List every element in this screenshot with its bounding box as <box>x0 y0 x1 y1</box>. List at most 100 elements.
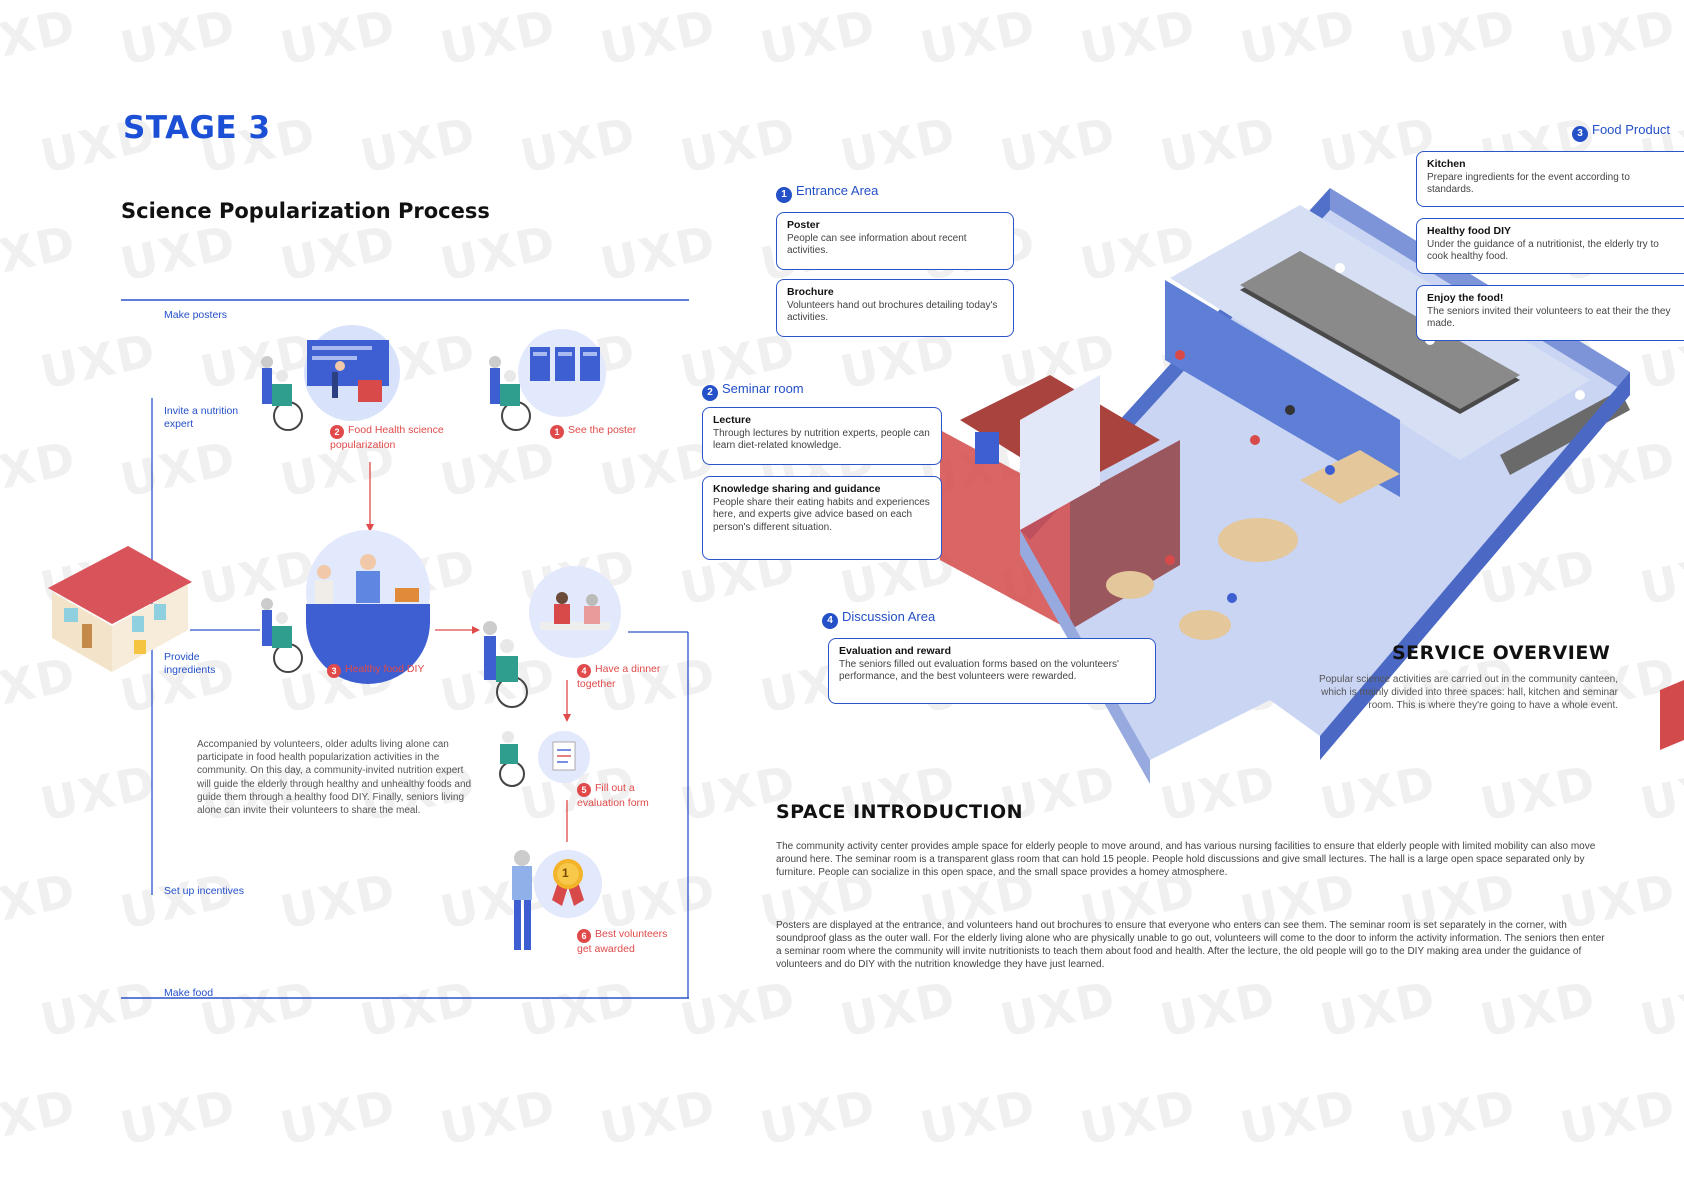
process-description: Accompanied by volunteers, older adults … <box>197 739 472 817</box>
callout-brochure: Brochure Volunteers hand out brochures d… <box>776 279 1014 337</box>
kitchen-counter-top <box>1240 251 1520 409</box>
dining-table-3 <box>1179 610 1231 640</box>
arrow-head-right-1 <box>472 626 480 634</box>
poster-illustration <box>518 329 606 417</box>
edge-label-set-up-incentives: Set up incentives <box>164 885 244 897</box>
person-5 <box>1165 555 1175 565</box>
area-title: Entrance Area <box>796 183 879 198</box>
service-overview-text: Popular science activities are carried o… <box>1318 674 1618 711</box>
senior-wheelchair-figure-3 <box>261 598 303 673</box>
step-number-badge: 4 <box>577 664 591 678</box>
evaluation-form-illustration <box>538 731 590 783</box>
callout-title: Kitchen <box>1427 158 1466 170</box>
callout-title: Knowledge sharing and guidance <box>713 483 881 495</box>
senior-wheelchair-figure-4 <box>483 621 528 708</box>
step-text: See the poster <box>568 424 637 436</box>
step-number-badge: 6 <box>577 929 591 943</box>
callout-knowledge-sharing: Knowledge sharing and guidance People sh… <box>702 476 942 560</box>
plan-edge-right <box>1320 372 1630 760</box>
stage-title: STAGE 3 <box>123 110 271 146</box>
medal-rank: 1 <box>562 866 569 880</box>
callout-kitchen: Kitchen Prepare ingredients for the even… <box>1416 151 1684 207</box>
callout-text: The seniors invited their volunteers to … <box>1427 305 1671 330</box>
callout-healthy-food-diy: Healthy food DIY Under the guidance of a… <box>1416 218 1684 274</box>
callout-text: Through lectures by nutrition experts, p… <box>713 427 930 452</box>
dinner-illustration <box>529 566 621 658</box>
callout-text: People share their eating habits and exp… <box>713 496 930 533</box>
edge-label-make-food: Make food <box>164 987 214 999</box>
popularization-illustration <box>304 325 400 421</box>
person-3 <box>1250 435 1260 445</box>
edge-label-provide-ingredients: Provide ingredients <box>164 651 216 676</box>
red-wall-side <box>1660 680 1684 750</box>
volunteer-award-figure <box>512 850 532 950</box>
arrow-head-down-1 <box>366 524 374 532</box>
person-chef-1 <box>1335 263 1345 273</box>
area-title: Seminar room <box>722 381 804 396</box>
area-number-badge: 2 <box>702 385 718 401</box>
area-title: Discussion Area <box>842 609 936 624</box>
callout-title: Healthy food DIY <box>1427 225 1512 237</box>
step-text: Have a dinner together <box>577 663 661 690</box>
step-number-badge: 2 <box>330 425 344 439</box>
callout-title: Lecture <box>713 414 751 426</box>
area-number-badge: 4 <box>822 613 838 629</box>
seminar-room-glass <box>1070 440 1180 630</box>
step-label-1: 1 See the poster <box>550 424 660 439</box>
senior-wheelchair-figure-1 <box>261 356 303 431</box>
step-text: Best volunteers get awarded <box>577 928 668 955</box>
entrance-wall <box>1020 375 1100 530</box>
senior-wheelchair-figure-2 <box>489 356 531 431</box>
callout-title: Enjoy the food! <box>1427 292 1504 304</box>
step-text: Food Health science popularization <box>330 424 444 451</box>
step-text: Healthy food DIY <box>345 663 425 675</box>
callout-title: Poster <box>787 219 820 231</box>
seminar-screen <box>975 432 999 464</box>
edge-label-invite-expert: Invite a nutrition expert <box>164 405 239 430</box>
kitchen-wall <box>1165 280 1400 497</box>
space-introduction-paragraph-1: The community activity center provides a… <box>776 841 1596 878</box>
step-number-badge: 5 <box>577 783 591 797</box>
area-heading-food: 3 Food Product <box>1572 122 1670 142</box>
senior-wheelchair-figure-5 <box>499 731 525 787</box>
callout-text: Prepare ingredients for the event accord… <box>1427 171 1630 196</box>
area-heading-seminar: 2 Seminar room <box>702 381 804 401</box>
callout-text: Under the guidance of a nutritionist, th… <box>1427 238 1659 263</box>
callout-title: Evaluation and reward <box>839 645 952 657</box>
step-number-badge: 1 <box>550 425 564 439</box>
callout-text: Volunteers hand out brochures detailing … <box>787 299 998 324</box>
area-number-badge: 3 <box>1572 126 1588 142</box>
area-heading-discussion: 4 Discussion Area <box>822 609 935 629</box>
award-medal-illustration <box>534 850 602 918</box>
person-chef-3 <box>1575 390 1585 400</box>
person-1 <box>1175 350 1185 360</box>
callout-text: The seniors filled out evaluation forms … <box>839 658 1119 683</box>
callout-enjoy-food: Enjoy the food! The seniors invited thei… <box>1416 285 1684 341</box>
service-overview-heading: SERVICE OVERVIEW <box>1392 642 1611 664</box>
person-2 <box>1285 405 1295 415</box>
person-4 <box>1325 465 1335 475</box>
dining-table-1 <box>1218 518 1298 562</box>
diy-illustration <box>306 530 430 684</box>
edge-label-make-posters: Make posters <box>164 309 228 321</box>
person-6 <box>1227 593 1237 603</box>
diy-table <box>1300 450 1400 504</box>
callout-text: People can see information about recent … <box>787 232 967 257</box>
callout-title: Brochure <box>787 286 834 298</box>
process-title: Science Popularization Process <box>121 199 490 223</box>
step-text: Fill out a evaluation form <box>577 782 649 809</box>
dining-table-2 <box>1106 571 1154 599</box>
space-introduction-heading: SPACE INTRODUCTION <box>776 801 1024 823</box>
area-title: Food Product <box>1592 122 1671 137</box>
arrow-head-down-2 <box>563 714 571 722</box>
callout-evaluation-reward: Evaluation and reward The seniors filled… <box>828 638 1156 704</box>
space-introduction-paragraph-2: Posters are displayed at the entrance, a… <box>776 920 1605 970</box>
callout-lecture: Lecture Through lectures by nutrition ex… <box>702 407 942 465</box>
house-illustration <box>48 546 192 672</box>
